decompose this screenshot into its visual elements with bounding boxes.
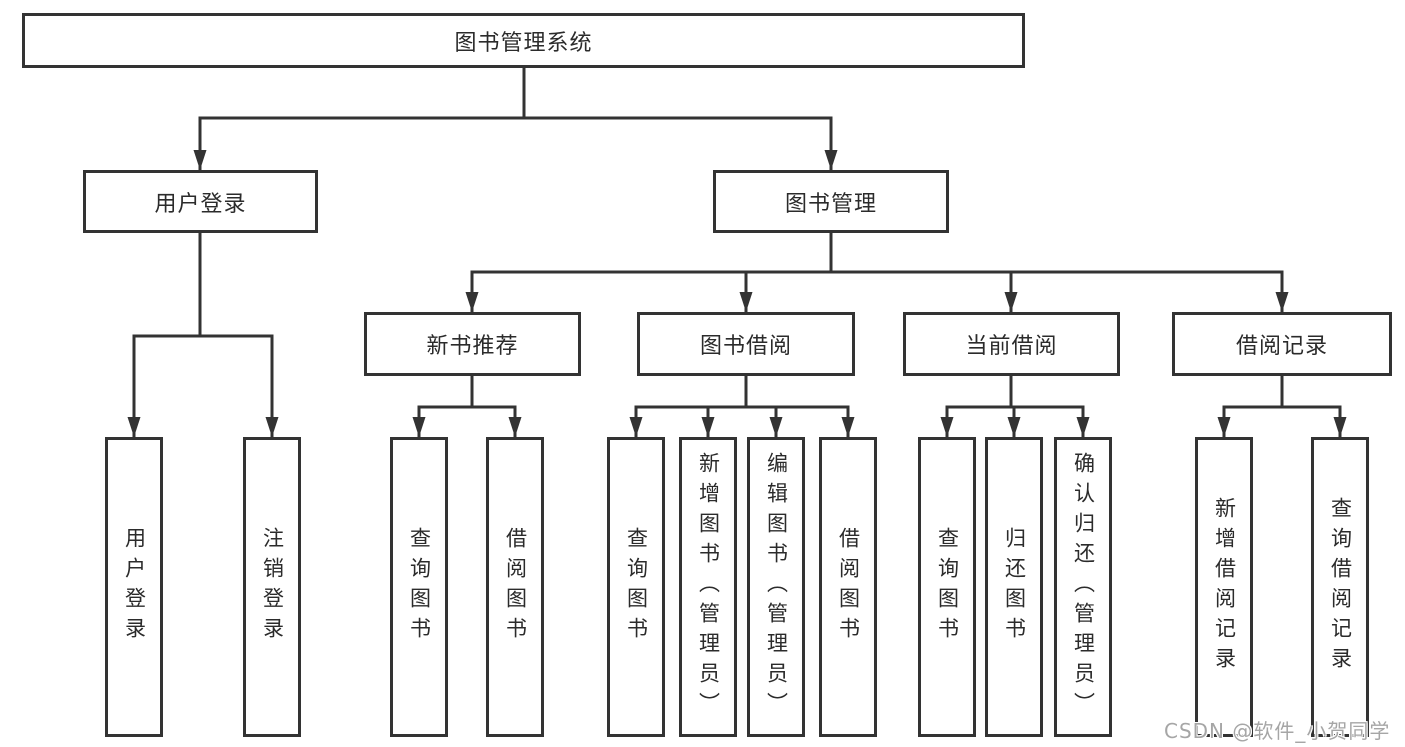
leaf-query-books-recommend-label: 查询图书	[407, 527, 432, 647]
leaf-query-books-recommend: 查询图书	[390, 437, 448, 737]
leaf-return-book-label: 归还图书	[1002, 527, 1027, 647]
leaf-user-login-label: 用户登录	[122, 527, 147, 647]
node-current-borrow: 当前借阅	[903, 312, 1120, 376]
leaf-add-borrow-record: 新增借阅记录	[1195, 437, 1253, 737]
leaf-edit-book-admin-label: 编辑图书（管理员）	[764, 452, 789, 722]
leaf-query-books-borrow-label: 查询图书	[624, 527, 649, 647]
leaf-add-borrow-record-label: 新增借阅记录	[1212, 497, 1237, 677]
node-borrow-records: 借阅记录	[1172, 312, 1392, 376]
node-book-borrow-label: 图书借阅	[699, 334, 792, 359]
node-user-login-label: 用户登录	[154, 191, 247, 217]
leaf-borrow-books-recommend: 借阅图书	[486, 437, 544, 737]
leaf-return-book: 归还图书	[985, 437, 1043, 737]
leaf-borrow-books-recommend-label: 借阅图书	[503, 527, 528, 647]
leaf-query-books-borrow: 查询图书	[607, 437, 665, 737]
csdn-watermark: CSDN @软件_小贺同学	[1164, 719, 1391, 743]
node-book-management-label: 图书管理	[784, 191, 877, 217]
leaf-add-book-admin-label: 新增图书（管理员）	[696, 452, 721, 722]
leaf-confirm-return-admin-label: 确认归还（管理员）	[1071, 452, 1096, 722]
node-new-book-recommend-label: 新书推荐	[426, 334, 519, 359]
node-book-borrow: 图书借阅	[637, 312, 855, 376]
leaf-edit-book-admin: 编辑图书（管理员）	[747, 437, 805, 737]
node-root-label: 图书管理系统	[454, 30, 593, 56]
node-borrow-records-label: 借阅记录	[1235, 334, 1328, 359]
node-book-management: 图书管理	[713, 170, 949, 233]
node-current-borrow-label: 当前借阅	[965, 334, 1058, 359]
leaf-user-login: 用户登录	[105, 437, 163, 737]
node-root: 图书管理系统	[22, 13, 1025, 68]
leaf-query-books-current-label: 查询图书	[935, 527, 960, 647]
leaf-logout-label: 注销登录	[260, 527, 285, 647]
leaf-borrow-books: 借阅图书	[819, 437, 877, 737]
node-user-login: 用户登录	[83, 170, 318, 233]
node-new-book-recommend: 新书推荐	[364, 312, 581, 376]
leaf-logout: 注销登录	[243, 437, 301, 737]
leaf-query-borrow-record: 查询借阅记录	[1311, 437, 1369, 737]
leaf-query-borrow-record-label: 查询借阅记录	[1328, 497, 1353, 677]
leaf-borrow-books-label: 借阅图书	[836, 527, 861, 647]
leaf-confirm-return-admin: 确认归还（管理员）	[1054, 437, 1112, 737]
connector-group	[127, 66, 1347, 439]
leaf-query-books-current: 查询图书	[918, 437, 976, 737]
leaf-add-book-admin: 新增图书（管理员）	[679, 437, 737, 737]
